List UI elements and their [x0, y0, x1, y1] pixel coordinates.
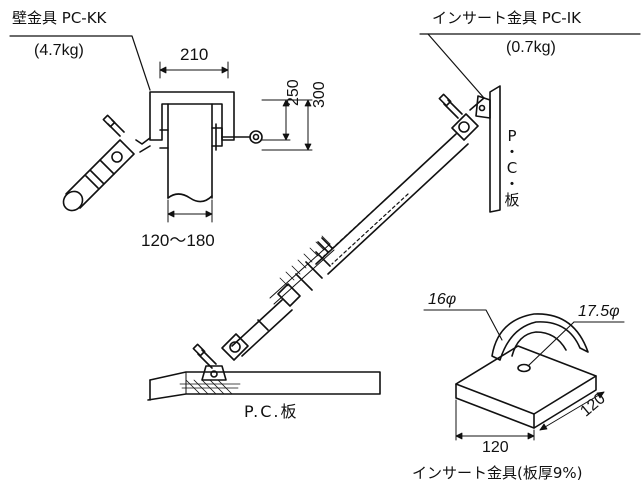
wall-bracket-weight: (4.7kg): [34, 42, 84, 59]
dim-width-210: 210: [180, 45, 209, 64]
pc-panel-char: C: [506, 159, 518, 177]
pc-panel-char: 板: [504, 191, 520, 209]
pc-panel-char: ・: [504, 175, 520, 193]
insert-bracket-weight: (0.7kg): [506, 39, 556, 56]
dim-height-300: 300: [311, 81, 328, 108]
floor-panel-drawing: [147, 371, 381, 401]
pc-panel-floor-label: P.C.板: [244, 402, 299, 421]
insert-fitting-detail: [423, 309, 625, 441]
hole-diameter-label: 17.5φ: [578, 303, 620, 320]
wall-bracket-name: 壁金具 PC-KK: [12, 9, 107, 27]
pc-panel-vertical-label: P ・ C ・ 板: [502, 128, 522, 208]
insert-bracket-name: インサート金具 PC-IK: [432, 9, 581, 27]
dim-height-250: 250: [285, 79, 302, 106]
wire-diameter-label: 16φ: [428, 291, 457, 308]
insert-bracket-top-drawing: [419, 33, 641, 213]
diagonal-brace-drawing: [192, 133, 469, 381]
pc-panel-char: P: [507, 127, 517, 145]
insert-fitting-caption: インサート金具(板厚9%): [412, 464, 583, 482]
plate-width-label: 120: [482, 439, 509, 456]
dim-range: 120～180: [141, 231, 215, 250]
pc-panel-char: ・: [504, 143, 520, 161]
wall-bracket-drawing: [9, 35, 313, 223]
